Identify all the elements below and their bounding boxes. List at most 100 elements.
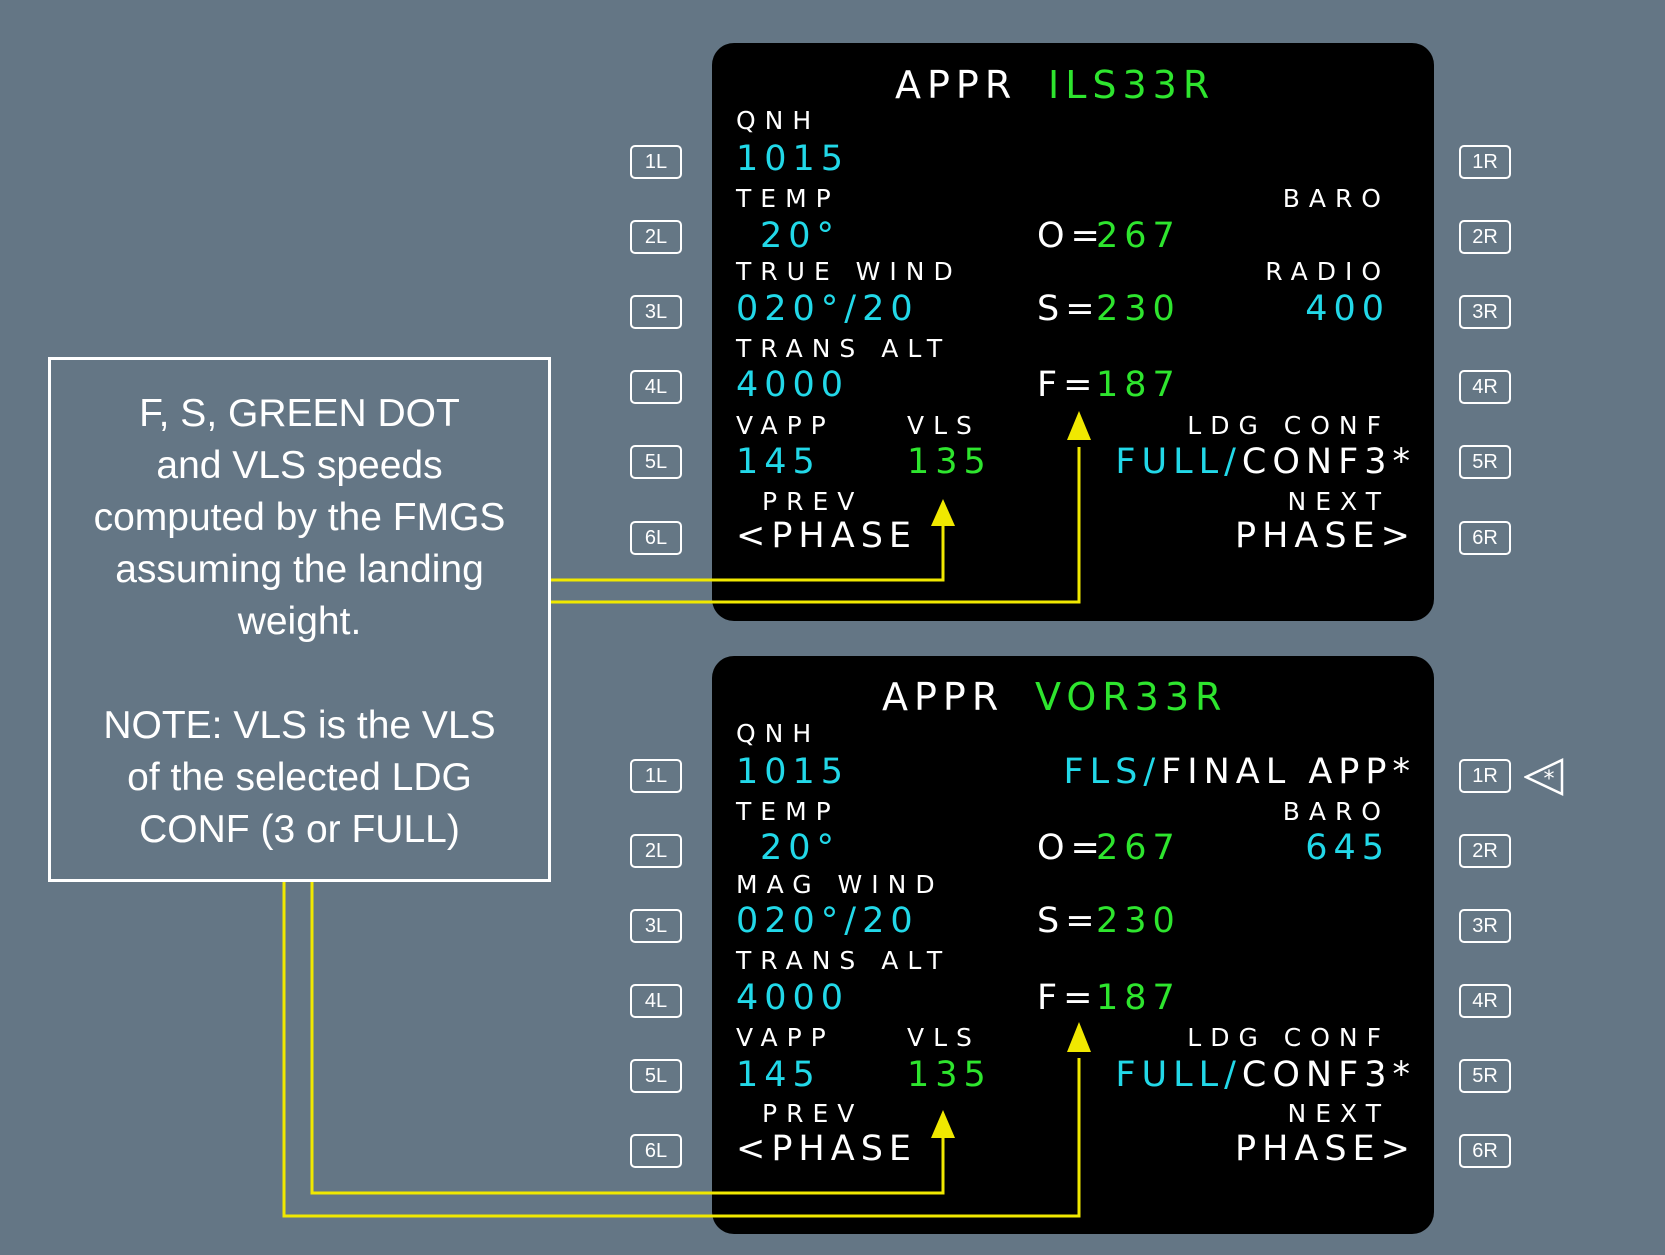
lsk-2r[interactable]: 2R <box>1459 220 1511 254</box>
note-line: CONF (3 or FULL) <box>139 808 460 851</box>
lsk-5r[interactable]: 5R <box>1459 445 1511 479</box>
vls-label: VLS <box>907 411 981 440</box>
next-phase[interactable]: PHASE> <box>1234 516 1416 556</box>
vapp-value[interactable]: 145 <box>736 442 821 482</box>
ldg-conf-full-option: FULL/ <box>1115 1055 1242 1095</box>
baro-label: BARO <box>1282 797 1390 826</box>
o-speed-value: 267 <box>1096 216 1181 256</box>
lsk-4l[interactable]: 4L <box>630 370 682 404</box>
prev-label: PREV <box>762 487 864 516</box>
wind-label: MAG WIND <box>736 870 944 899</box>
s-speed-value: 230 <box>1096 901 1181 941</box>
qnh-label: QNH <box>736 719 821 748</box>
temp-label: TEMP <box>736 184 840 213</box>
lsk-1l[interactable]: 1L <box>630 759 682 793</box>
lsk-6l[interactable]: 6L <box>630 1134 682 1168</box>
lsk-5l[interactable]: 5L <box>630 1059 682 1093</box>
prev-phase[interactable]: <PHASE <box>736 1129 918 1169</box>
trans-alt-label: TRANS ALT <box>736 946 952 975</box>
lsk-6r[interactable]: 6R <box>1459 521 1511 555</box>
wind-label: TRUE WIND <box>736 257 962 286</box>
radio-label: RADIO <box>1265 257 1390 286</box>
lsk-5r[interactable]: 5R <box>1459 1059 1511 1093</box>
f-speed-value: 187 <box>1096 978 1181 1018</box>
note-line: and VLS speeds <box>156 444 443 487</box>
page-title-approach: ILS33R <box>1048 63 1216 107</box>
temp-label: TEMP <box>736 797 840 826</box>
lsk-3l[interactable]: 3L <box>630 909 682 943</box>
baro-label: BARO <box>1282 184 1390 213</box>
star-in-triangle-icon: * <box>1524 758 1564 796</box>
o-speed-value: 267 <box>1096 828 1181 868</box>
lsk-3l[interactable]: 3L <box>630 295 682 329</box>
vls-value: 135 <box>907 1055 992 1095</box>
qnh-value[interactable]: 1015 <box>736 139 850 179</box>
lsk-2l[interactable]: 2L <box>630 834 682 868</box>
fls-option: FLS/ <box>1063 752 1162 792</box>
page-title-prefix: APPR <box>895 63 1018 107</box>
ldg-conf-conf3-option: CONF3 <box>1241 1055 1393 1095</box>
mcdu-screen-ils: APPR ILS33R QNH 1015 TEMP 20° TRUE WIND … <box>712 43 1434 621</box>
temp-value[interactable]: 20° <box>760 828 841 868</box>
lsk-1r[interactable]: 1R <box>1459 145 1511 179</box>
note-line: assuming the landing <box>115 548 484 591</box>
next-label: NEXT <box>1287 1099 1390 1128</box>
ldg-conf-star: * <box>1392 442 1416 482</box>
lsk-4l[interactable]: 4L <box>630 984 682 1018</box>
vapp-label: VAPP <box>736 1023 835 1052</box>
radio-value[interactable]: 400 <box>1305 289 1390 329</box>
trans-alt-label: TRANS ALT <box>736 334 952 363</box>
qnh-value[interactable]: 1015 <box>736 752 850 792</box>
note-line: of the selected LDG <box>127 756 472 799</box>
lsk-3r[interactable]: 3R <box>1459 909 1511 943</box>
annotation-note: F, S, GREEN DOT and VLS speeds computed … <box>48 357 551 882</box>
lsk-2l[interactable]: 2L <box>630 220 682 254</box>
wind-value[interactable]: 020°/20 <box>736 289 919 329</box>
svg-text:*: * <box>1544 767 1555 792</box>
final-app-option: FINAL APP <box>1161 752 1393 792</box>
prev-phase[interactable]: <PHASE <box>736 516 918 556</box>
trans-alt-value[interactable]: 4000 <box>736 978 850 1018</box>
wind-value[interactable]: 020°/20 <box>736 901 919 941</box>
ldg-conf-selector[interactable]: FULL/CONF3* <box>1115 1058 1416 1093</box>
lsk-3r[interactable]: 3R <box>1459 295 1511 329</box>
note-line: weight. <box>237 600 362 643</box>
approach-mode-selector[interactable]: FLS/FINAL APP* <box>1064 755 1417 790</box>
lsk-4r[interactable]: 4R <box>1459 984 1511 1018</box>
ldg-conf-star: * <box>1392 1055 1416 1095</box>
temp-value[interactable]: 20° <box>760 216 841 256</box>
s-speed-label: S= <box>1037 289 1101 329</box>
lsk-6r[interactable]: 6R <box>1459 1134 1511 1168</box>
mcdu-screen-vor: APPR VOR33R QNH 1015 TEMP 20° MAG WIND 0… <box>712 656 1434 1234</box>
page-title-prefix: APPR <box>882 675 1005 719</box>
ldg-conf-conf3-option: CONF3 <box>1241 442 1393 482</box>
ldg-conf-full-option: FULL/ <box>1115 442 1242 482</box>
f-speed-value: 187 <box>1096 365 1181 405</box>
fls-star: * <box>1392 752 1416 792</box>
lsk-1r[interactable]: 1R <box>1459 759 1511 793</box>
lsk-2r[interactable]: 2R <box>1459 834 1511 868</box>
vls-value: 135 <box>907 442 992 482</box>
note-line: F, S, GREEN DOT <box>139 392 460 435</box>
page-title-approach: VOR33R <box>1035 675 1228 719</box>
s-speed-value: 230 <box>1096 289 1181 329</box>
lsk-1l[interactable]: 1L <box>630 145 682 179</box>
ldg-conf-label: LDG CONF <box>1187 1023 1390 1052</box>
ldg-conf-label: LDG CONF <box>1187 411 1390 440</box>
lsk-5l[interactable]: 5L <box>630 445 682 479</box>
ldg-conf-selector[interactable]: FULL/CONF3* <box>1115 445 1416 480</box>
s-speed-label: S= <box>1037 901 1101 941</box>
lsk-6l[interactable]: 6L <box>630 521 682 555</box>
lsk-4r[interactable]: 4R <box>1459 370 1511 404</box>
trans-alt-value[interactable]: 4000 <box>736 365 850 405</box>
o-speed-label: O= <box>1037 216 1106 256</box>
note-line: NOTE: VLS is the VLS <box>103 704 496 747</box>
f-speed-label: F= <box>1037 978 1099 1018</box>
vapp-value[interactable]: 145 <box>736 1055 821 1095</box>
vapp-label: VAPP <box>736 411 835 440</box>
baro-value[interactable]: 645 <box>1305 828 1390 868</box>
prev-label: PREV <box>762 1099 864 1128</box>
next-phase[interactable]: PHASE> <box>1234 1129 1416 1169</box>
vls-label: VLS <box>907 1023 981 1052</box>
next-label: NEXT <box>1287 487 1390 516</box>
